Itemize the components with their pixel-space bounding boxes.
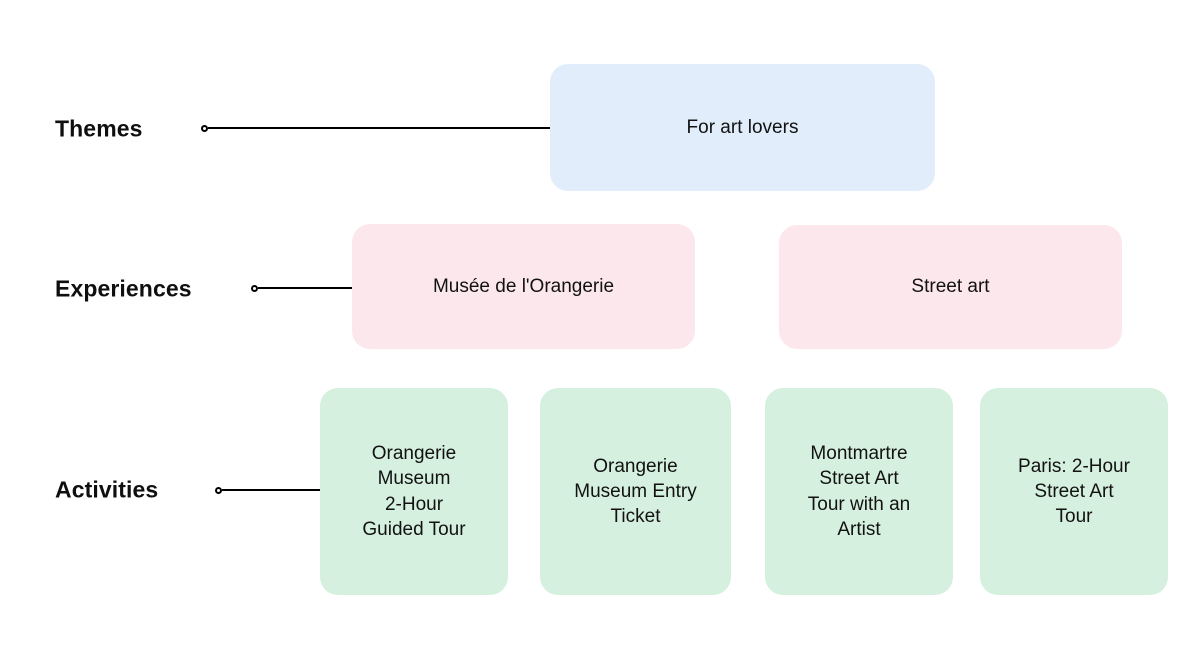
- connector-line: [257, 286, 355, 290]
- connector-dot-icon: [251, 284, 258, 292]
- row-label-themes: Themes: [55, 115, 143, 142]
- connector-activities: [215, 484, 323, 496]
- activity-node-orangerie-museum-entry-ticket[interactable]: Orangerie Museum Entry Ticket: [540, 388, 731, 595]
- activity-node-paris-2-hour-street-art-tour[interactable]: Paris: 2-Hour Street Art Tour: [980, 388, 1168, 595]
- row-label-experiences: Experiences: [55, 275, 192, 302]
- node-label: Street art: [911, 276, 990, 298]
- activity-node-montmartre-street-art-tour-with-an-artist[interactable]: Montmartre Street Art Tour with an Artis…: [765, 388, 953, 595]
- activity-node-orangerie-museum-2-hour-guided-tour[interactable]: Orangerie Museum 2-Hour Guided Tour: [320, 388, 508, 595]
- connector-line: [207, 126, 553, 130]
- node-label: Paris: 2-Hour Street Art Tour: [1018, 455, 1130, 528]
- node-label: For art lovers: [686, 116, 799, 138]
- connector-dot-icon: [215, 486, 222, 494]
- connector-line: [221, 488, 323, 492]
- theme-node-for-art-lovers[interactable]: For art lovers: [550, 64, 935, 191]
- node-label: Orangerie Museum Entry Ticket: [574, 455, 697, 528]
- experience-node-street-art[interactable]: Street art: [779, 225, 1122, 349]
- node-label: Musée de l'Orangerie: [432, 275, 615, 297]
- node-label: Montmartre Street Art Tour with an Artis…: [807, 442, 911, 540]
- connector-experiences: [251, 282, 355, 294]
- connector-themes: [201, 122, 553, 134]
- connector-dot-icon: [201, 124, 208, 132]
- row-label-activities: Activities: [55, 476, 159, 503]
- node-label: Orangerie Museum 2-Hour Guided Tour: [362, 442, 466, 540]
- experience-node-musee-de-lorangerie[interactable]: Musée de l'Orangerie: [352, 224, 695, 349]
